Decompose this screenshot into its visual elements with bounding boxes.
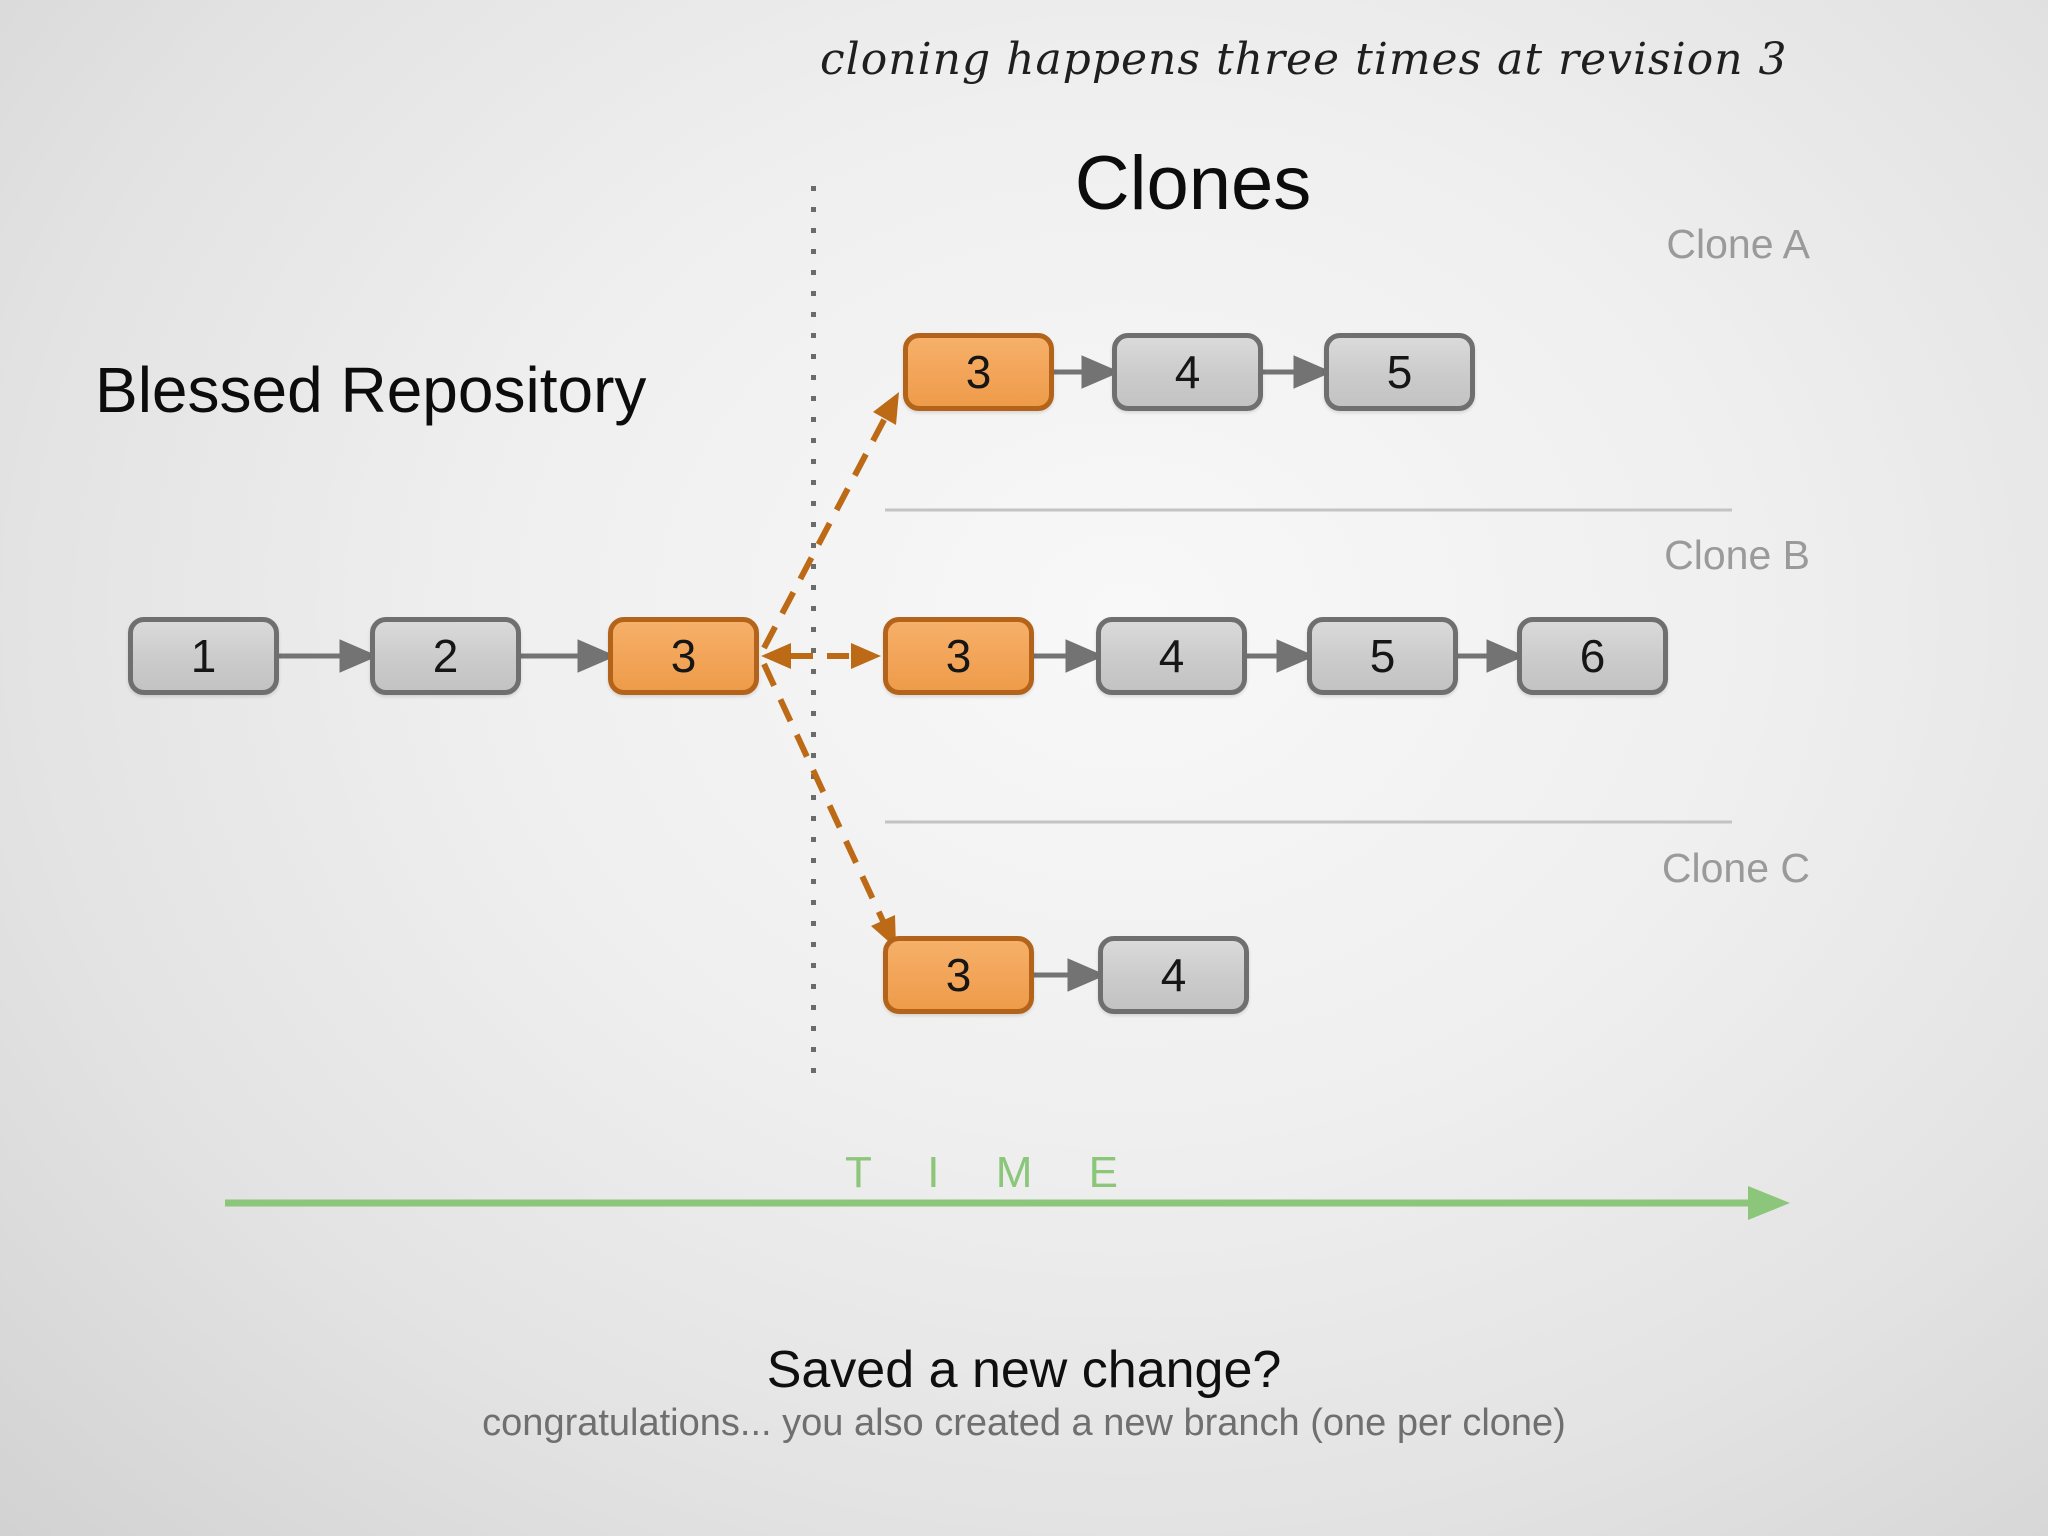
clone-b-label: Clone B: [1664, 532, 1810, 578]
clone-a-node-3-highlighted: 3: [903, 333, 1054, 411]
clone-b-node-3-highlighted: 3: [883, 617, 1034, 695]
repo-commit-arrows: [279, 639, 617, 673]
repo-node-3-highlighted: 3: [608, 617, 759, 695]
clone-b-node-4: 4: [1096, 617, 1247, 695]
handwritten-caption: cloning happens three times at revision …: [820, 34, 1788, 85]
clone-a-node-4: 4: [1112, 333, 1263, 411]
clone-b-commit-arrows: [1034, 639, 1526, 673]
clone-a-commit-arrows: [1054, 355, 1333, 389]
clone-c-node-3-highlighted: 3: [883, 936, 1034, 1014]
time-axis-arrow: [225, 1186, 1790, 1220]
clone-a-node-5: 5: [1324, 333, 1475, 411]
clone-c-label: Clone C: [1661, 845, 1810, 891]
clone-b-node-5: 5: [1307, 617, 1458, 695]
footer-subtitle: congratulations... you also created a ne…: [482, 1402, 1566, 1444]
clone-b-node-6: 6: [1517, 617, 1668, 695]
clones-title: Clones: [1074, 141, 1312, 226]
clone-dashed-arrows: [761, 392, 899, 948]
clone-c-node-4: 4: [1098, 936, 1249, 1014]
repo-node-1: 1: [128, 617, 279, 695]
repo-node-2: 2: [370, 617, 521, 695]
clone-a-label: Clone A: [1666, 221, 1810, 267]
clone-c-commit-arrows: [1034, 958, 1107, 992]
time-axis-label: T I M E: [845, 1148, 1140, 1197]
blessed-repository-label: Blessed Repository: [95, 354, 647, 426]
footer-title: Saved a new change?: [766, 1341, 1282, 1399]
